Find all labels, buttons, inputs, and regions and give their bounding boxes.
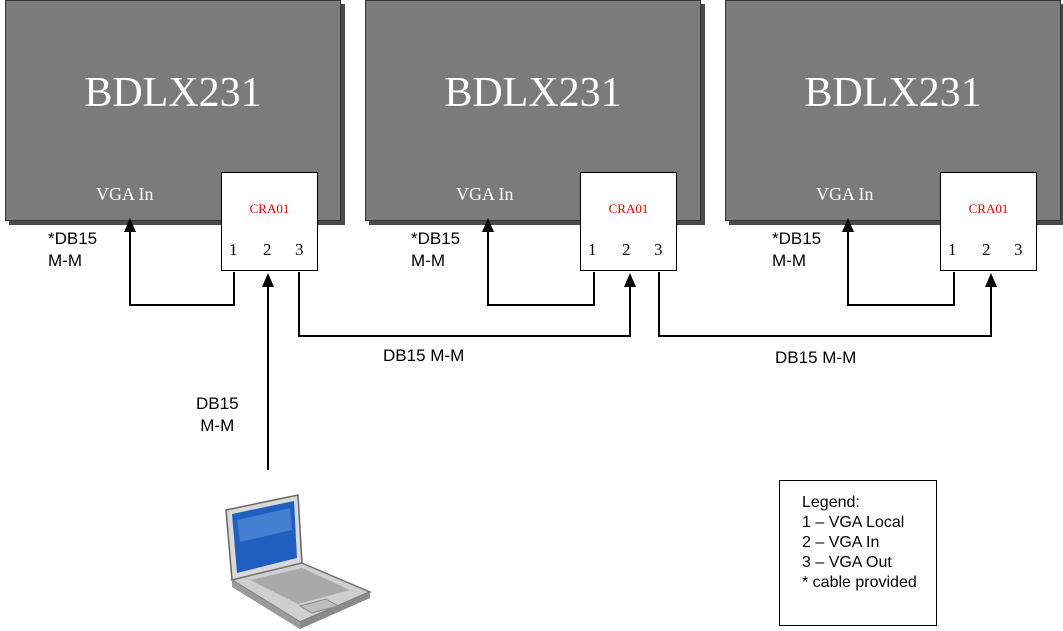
port-3: 3 [295,240,304,259]
display-title: BDLX231 [804,70,982,116]
local-cable-3 [847,222,955,306]
arrow-vga-in-3 [842,218,854,232]
arrow-port2-3 [985,273,997,287]
arrow-vga-in-2 [482,218,494,232]
controller-1: CRA01 1 2 3 [221,172,318,271]
arrowheads [124,218,997,287]
display-title: BDLX231 [84,70,262,116]
controller-2: CRA01 1 2 3 [580,172,677,271]
port-3: 3 [654,240,663,259]
port-1: 1 [229,240,238,259]
local-cable-1 [129,222,235,306]
arrow-vga-in-1 [124,218,136,232]
display-1: BDLX231 VGA In [5,0,341,221]
arrow-port2-1 [262,273,274,287]
port-2: 2 [263,240,272,259]
local-cable-2 [487,222,595,306]
legend-box: Legend: 1 – VGA Local 2 – VGA In 3 – VGA… [779,480,937,626]
vga-in-label: VGA In [96,184,154,204]
vga-in-label: VGA In [816,184,874,204]
local-cable-label-3: *DB15 M-M [772,229,822,270]
port-1: 1 [588,240,597,259]
display-2: BDLX231 VGA In [365,0,701,221]
chain-cable-1 [298,272,631,337]
chain-cable-label-2: DB15 M-M [775,348,857,367]
chain-cable-2 [658,272,992,337]
controller-label: CRA01 [608,201,649,216]
laptop-icon [225,494,372,629]
port-2: 2 [622,240,631,259]
display-3: BDLX231 VGA In [725,0,1061,221]
controller-3: CRA01 1 2 3 [940,172,1037,271]
local-cable-label-1: *DB15 M-M [48,229,98,270]
legend-heading: Legend: [802,494,860,511]
controller-label: CRA01 [249,201,290,216]
chain-cable-label-1: DB15 M-M [383,346,465,365]
legend-item: 2 – VGA In [802,534,880,551]
controller-label: CRA01 [968,201,1009,216]
legend-item: * cable provided [802,574,917,591]
legend-item: 1 – VGA Local [802,514,905,531]
legend-item: 3 – VGA Out [802,554,892,571]
port-2: 2 [982,240,991,259]
port-3: 3 [1014,240,1023,259]
arrow-port2-2 [624,273,636,287]
display-title: BDLX231 [444,70,622,116]
local-cable-label-2: *DB15 M-M [411,229,461,270]
port-1: 1 [948,240,957,259]
vga-in-label: VGA In [456,184,514,204]
source-cable-label: DB15 M-M [196,394,239,435]
